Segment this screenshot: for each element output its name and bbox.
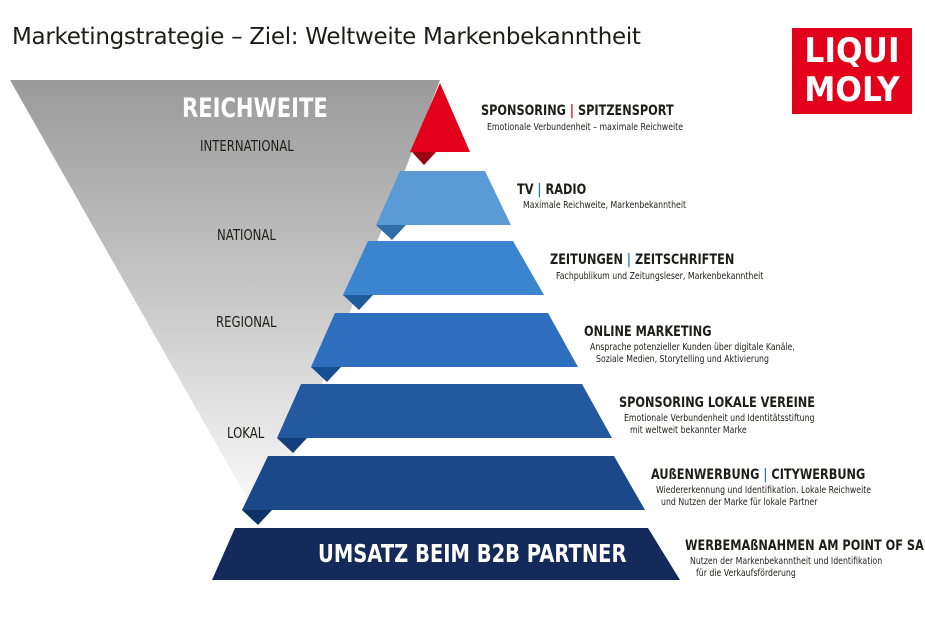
layer-desc-sponsoring-lokale-vereine-1: Emotionale Verbundenheit und Identitätss… <box>624 413 815 424</box>
funnel-level-international: INTERNATIONAL <box>200 137 294 155</box>
peak-triangle <box>410 83 470 152</box>
layer-desc-zeitungen-zeitschriften: Fachpublikum und Zeitungsleser, Markenbe… <box>556 271 764 282</box>
layer-desc-sponsoring-lokale-vereine-2: mit weltweit bekannter Marke <box>630 425 747 436</box>
layer-title-tv-radio: TV | RADIO <box>517 182 587 198</box>
tier-3-band <box>311 313 578 367</box>
tier-1-band <box>376 171 511 225</box>
peak-fold <box>412 152 436 165</box>
tier-4-band <box>277 384 612 438</box>
tier-1-fold <box>376 225 406 240</box>
tier-2-band <box>343 241 544 295</box>
layer-desc-online-marketing-1: Ansprache potenzieller Kunden über digit… <box>590 342 795 353</box>
layer-title-online-marketing: ONLINE MARKETING <box>584 324 712 340</box>
tier-5-band <box>242 456 645 510</box>
funnel-title: REICHWEITE <box>182 93 328 124</box>
layer-desc-tv-radio: Maximale Reichweite, Markenbekanntheit <box>523 200 687 211</box>
layer-title-sponsoring-lokale-vereine: SPONSORING LOKALE VEREINE <box>619 395 815 411</box>
funnel-level-regional: REGIONAL <box>216 313 277 331</box>
layer-desc-werbemassnahmen-pos-1: Nutzen der Markenbekanntheit und Identif… <box>690 556 883 567</box>
page-title: Marketingstrategie – Ziel: Weltweite Mar… <box>12 24 641 50</box>
layer-desc-werbemassnahmen-pos-2: für die Verkaufsförderung <box>696 568 796 579</box>
layer-desc-sponsoring-spitzensport: Emotionale Verbundenheit – maximale Reic… <box>487 122 684 133</box>
reach-funnel <box>10 80 440 530</box>
tier-5-fold <box>242 510 272 525</box>
layer-desc-aussenwerbung-citywerbung-1: Wiedererkennung und Identifikation. Loka… <box>656 485 872 496</box>
layer-desc-aussenwerbung-citywerbung-2: und Nutzen der Marke für lokale Partner <box>661 497 818 508</box>
layer-title-zeitungen-zeitschriften: ZEITUNGEN | ZEITSCHRIFTEN <box>550 252 735 268</box>
funnel-level-lokal: LOKAL <box>227 424 265 442</box>
layer-title-aussenwerbung-citywerbung: AUßENWERBUNG | CITYWERBUNG <box>651 467 866 483</box>
base-label: UMSATZ BEIM B2B PARTNER <box>318 539 627 568</box>
tier-4-fold <box>277 438 307 453</box>
layer-title-sponsoring-spitzensport: SPONSORING | SPITZENSPORT <box>481 103 674 119</box>
logo-background <box>792 28 912 114</box>
funnel-level-national: NATIONAL <box>217 226 276 244</box>
base-band <box>212 528 680 580</box>
layer-desc-online-marketing-2: Soziale Medien, Storytelling und Aktivie… <box>596 354 769 365</box>
tier-3-fold <box>311 367 341 382</box>
logo-line-2: MOLY <box>804 70 900 110</box>
layer-title-werbemassnahmen-pos: WERBEMAßNAHMEN AM POINT OF SALE <box>685 538 925 554</box>
liqui-moly-logo: LIQUI MOLY <box>792 28 912 114</box>
logo-line-1: LIQUI <box>804 31 900 71</box>
tier-2-fold <box>343 295 373 310</box>
